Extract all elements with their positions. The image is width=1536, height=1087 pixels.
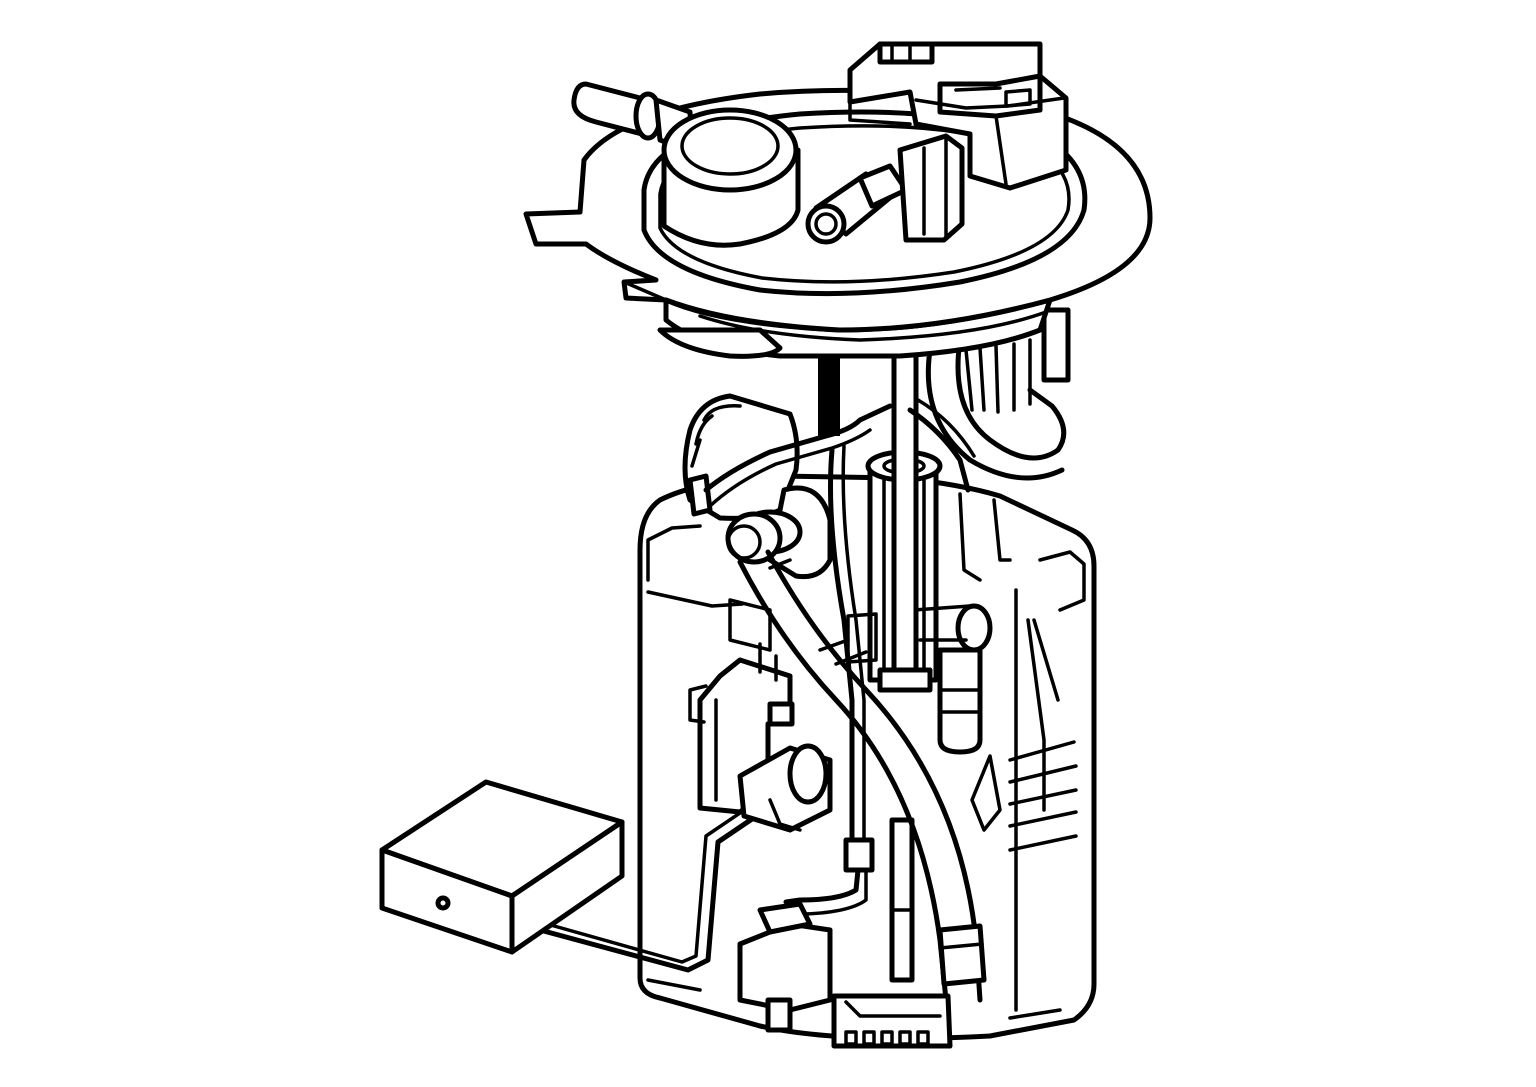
vent-pipe [805,133,965,245]
pump-inlet-housing [682,393,800,521]
fuel-hose [737,549,987,1003]
float-pivot-hole [435,895,451,911]
electrical-connector [847,41,1069,191]
vent-hose-loop [925,307,1071,481]
return-rod [818,356,840,436]
bottom-terminals [737,901,953,1049]
pressure-regulator-dome [661,107,801,248]
float [379,779,625,955]
bucket-ribs [958,492,1078,1012]
sender-connector [737,701,833,833]
